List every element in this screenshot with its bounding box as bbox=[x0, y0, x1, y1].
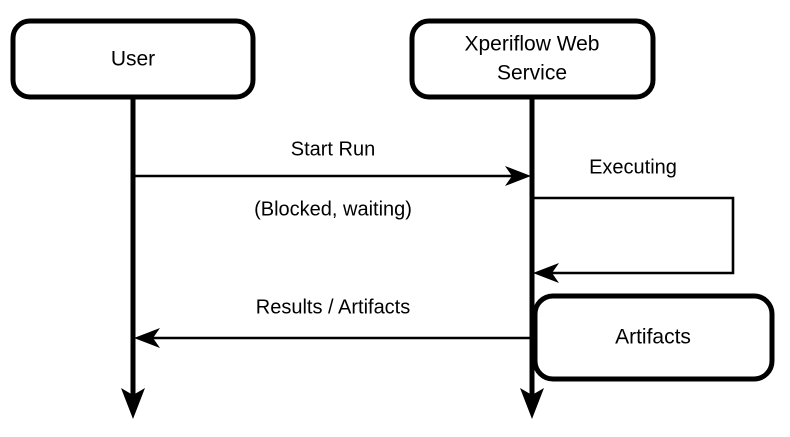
participant-user-label: User bbox=[111, 48, 155, 71]
message-results-artifacts-label: Results / Artifacts bbox=[256, 296, 411, 318]
self-message-executing-path[interactable] bbox=[534, 196, 735, 275]
participant-xperiflow-label-line1: Xperiflow Web bbox=[464, 33, 599, 56]
message-results-artifacts[interactable]: Results / Artifacts bbox=[134, 296, 531, 348]
participant-xperiflow-label-line2: Service bbox=[497, 62, 567, 85]
participant-xperiflow[interactable]: Xperiflow Web Service bbox=[409, 18, 656, 100]
message-results-artifacts-arrowhead bbox=[134, 328, 160, 348]
lifeline-xperiflow-arrowhead bbox=[520, 388, 544, 419]
participant-xperiflow-box[interactable] bbox=[409, 18, 656, 100]
lifeline-user bbox=[121, 97, 145, 419]
participant-user-box[interactable] bbox=[10, 18, 256, 100]
self-message-executing[interactable]: Executing bbox=[533, 156, 735, 283]
self-message-executing-label: Executing bbox=[589, 156, 677, 178]
self-message-executing-arrowhead bbox=[533, 263, 559, 283]
lifeline-user-arrowhead bbox=[121, 388, 145, 419]
annotation-artifacts-label: Artifacts bbox=[615, 326, 691, 349]
participant-user[interactable]: User bbox=[10, 18, 256, 100]
message-start-run[interactable]: Start Run bbox=[134, 138, 531, 186]
annotation-artifacts[interactable]: Artifacts bbox=[532, 293, 775, 382]
annotation-artifacts-box[interactable] bbox=[532, 293, 775, 382]
note-blocked-waiting: (Blocked, waiting) bbox=[254, 198, 412, 220]
lifeline-xperiflow bbox=[520, 97, 544, 419]
message-start-run-label: Start Run bbox=[291, 138, 375, 160]
message-start-run-arrowhead bbox=[505, 166, 531, 186]
